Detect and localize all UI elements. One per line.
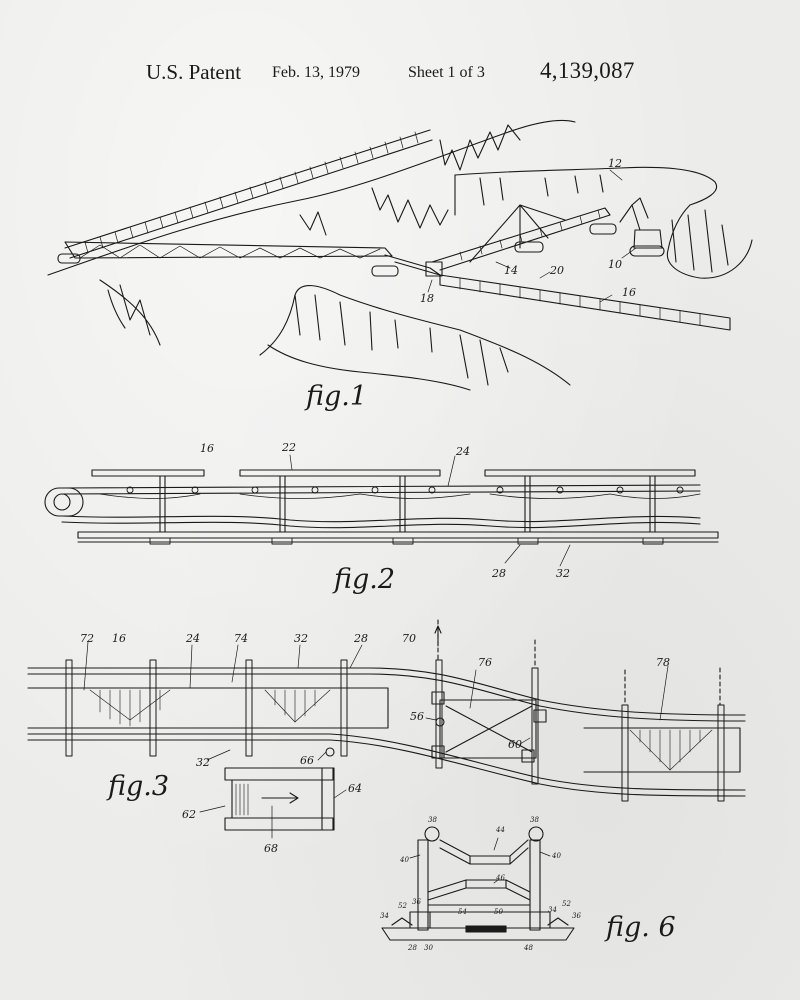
patent-title: U.S. Patent	[146, 60, 242, 84]
fig6-ref-34b: 34	[548, 906, 557, 914]
fig3-ref-68: 68	[264, 842, 278, 855]
fig6-ref-36b: 36	[572, 912, 581, 920]
fig6-drawing	[381, 826, 575, 941]
fig3-ref-74: 74	[234, 632, 248, 645]
fig3-ref-66: 66	[300, 754, 314, 767]
sheet-number: Sheet 1 of 3	[408, 64, 485, 81]
fig2-ref-16: 16	[200, 442, 214, 455]
fig2-ref-24: 24	[455, 445, 470, 458]
fig3-ref-72: 72	[80, 632, 94, 645]
fig3-label: fig.3	[106, 771, 169, 802]
fig6-ref-48: 48	[523, 944, 533, 952]
ref-14: 14	[504, 264, 518, 277]
fig3-ref-76: 76	[478, 656, 492, 669]
fig6-ref-46: 46	[495, 874, 505, 882]
ref-10: 10	[608, 258, 622, 271]
fig3-ref-56: 56	[410, 710, 424, 723]
fig3-ref-60: 60	[508, 738, 522, 751]
fig6-ref-44: 44	[495, 826, 505, 834]
fig1-drawing	[47, 119, 753, 391]
fig6-ref-40a: 40	[399, 856, 409, 864]
fig3-drawing	[27, 619, 746, 839]
ref-18: 18	[420, 292, 434, 305]
fig3-ref-64: 64	[348, 782, 362, 795]
fig2-ref-32: 32	[556, 567, 570, 580]
patent-header: U.S. Patent Feb. 13, 1979 Sheet 1 of 3 4…	[0, 58, 800, 88]
fig6-ref-36a: 36	[412, 898, 421, 906]
fig6-ref-50: 50	[494, 908, 503, 916]
fig3-ref-70: 70	[402, 632, 416, 645]
fig6-ref-30: 30	[424, 944, 433, 952]
fig6-ref-38b: 38	[530, 816, 539, 824]
fig6-label: fig. 6	[604, 912, 676, 943]
fig6-ref-52a: 52	[398, 902, 407, 910]
ref-16: 16	[622, 286, 636, 299]
fig6-ref-28: 28	[407, 944, 417, 952]
fig3-ref-32b: 32	[196, 756, 210, 769]
fig6-ref-34a: 34	[380, 912, 389, 920]
fig3-ref-32: 32	[294, 632, 308, 645]
fig2-drawing	[44, 454, 719, 567]
fig3-ref-16: 16	[112, 632, 126, 645]
patent-number: 4,139,087	[540, 58, 635, 83]
fig6-ref-54: 54	[458, 908, 467, 916]
fig3-ref-78: 78	[656, 656, 670, 669]
fig3-ref-28: 28	[353, 632, 368, 645]
fig3-ref-24: 24	[185, 632, 200, 645]
fig2-ref-28: 28	[491, 567, 506, 580]
fig6-ref-40b: 40	[551, 852, 561, 860]
ref-12: 12	[608, 157, 622, 170]
ref-20: 20	[549, 264, 564, 277]
fig6-ref-52b: 52	[562, 900, 571, 908]
fig1-label: fig.1	[304, 381, 367, 412]
fig6-ref-38a: 38	[428, 816, 437, 824]
fig3-ref-62: 62	[182, 808, 196, 821]
fig2-ref-22: 22	[281, 441, 296, 454]
fig2-label: fig.2	[332, 564, 395, 595]
patent-date: Feb. 13, 1979	[272, 64, 360, 81]
